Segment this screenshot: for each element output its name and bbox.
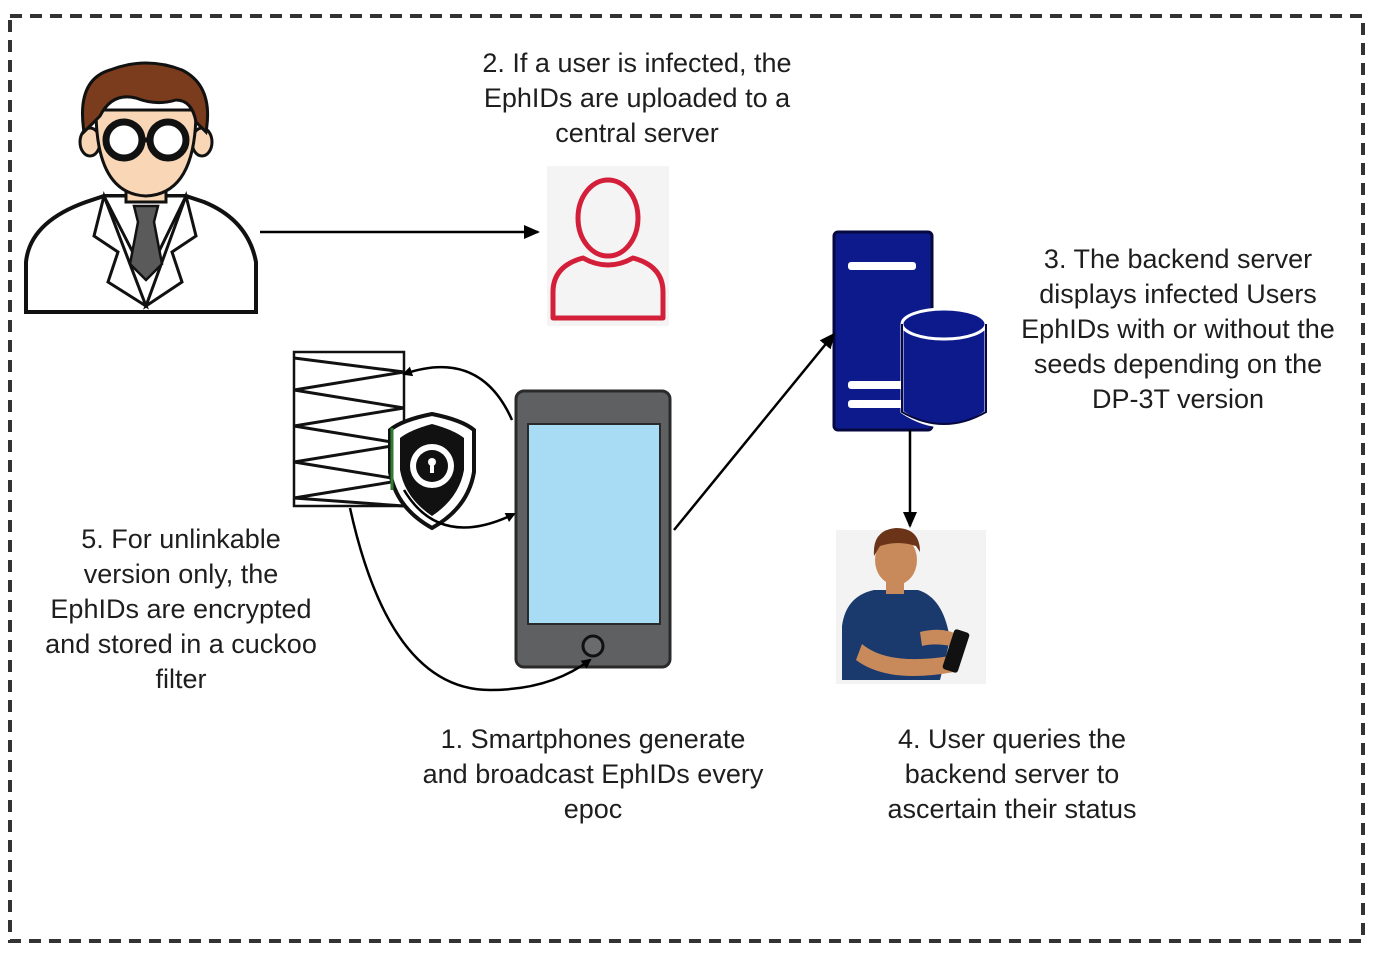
filter-stack-icon [292,350,406,508]
shield-lock-icon [388,411,476,531]
step-5-line-3: EphIDs are encrypted [50,594,312,624]
user-outline-icon [547,166,669,326]
step-1-line-1: 1. Smartphones generate [440,724,746,754]
step-4-caption: 4. User queries the backend server to as… [852,722,1172,827]
step-2-line-3: central server [555,118,719,148]
step-2-line-1: 2. If a user is infected, the [482,48,792,78]
step-3-line-4: seeds depending on the [1033,349,1323,379]
step-2-line-2: EphIDs are uploaded to a [483,83,791,113]
arrow-filter-to-phone [402,489,516,529]
step-3-line-5: DP-3T version [1091,384,1265,414]
step-3-line-2: displays infected Users [1039,279,1317,309]
step-3-line-3: EphIDs with or without the [1021,314,1335,344]
smartphone-icon [514,389,672,669]
person-with-phone-icon [836,528,986,684]
arrow-phone-to-server [673,332,836,531]
step-3-caption: 3. The backend server displays infected … [1003,242,1353,417]
server-database-icon [832,230,988,432]
step-4-line-3: ascertain their status [887,794,1137,824]
step-5-line-2: version only, the [83,559,279,589]
step-5-line-5: filter [155,664,207,694]
step-4-line-1: 4. User queries the [897,724,1127,754]
step-1-caption: 1. Smartphones generate and broadcast Ep… [393,722,793,827]
step-3-line-1: 3. The backend server [1043,244,1313,274]
step-1-line-3: epoc [563,794,623,824]
arrow-filter-to-phone-button [348,507,592,692]
doctor-icon [24,61,258,314]
step-4-line-2: backend server to [904,759,1120,789]
step-2-caption: 2. If a user is infected, the EphIDs are… [437,46,837,151]
step-5-caption: 5. For unlinkable version only, the EphI… [21,522,341,697]
arrow-phone-to-filter [402,365,514,421]
step-5-line-4: and stored in a cuckoo [45,629,317,659]
step-1-line-2: and broadcast EphIDs every [422,759,764,789]
step-5-line-1: 5. For unlinkable [81,524,281,554]
